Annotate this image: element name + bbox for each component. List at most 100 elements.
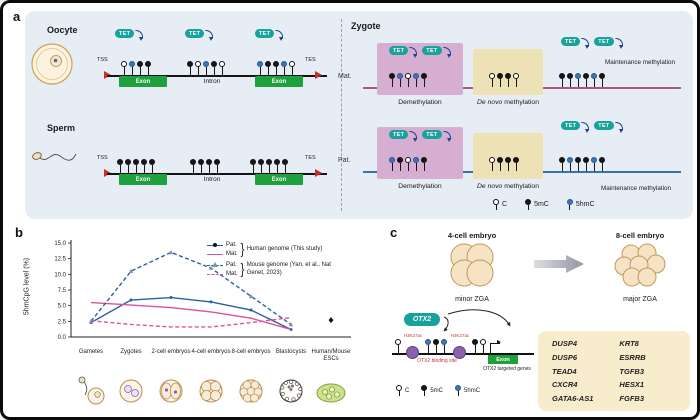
tet-enzymes: TET xyxy=(185,29,214,42)
legend-5hmc: 5hmC xyxy=(455,385,480,396)
gene-item: TEAD4 xyxy=(552,366,577,376)
tet-enzymes: TET xyxy=(115,29,144,42)
tet-enzyme: TET xyxy=(594,37,623,50)
stage-icons-row xyxy=(71,373,351,409)
x-category-label: Human/Mouse ESCs xyxy=(311,349,351,362)
legend-entry-mouse-pat: Pat. xyxy=(207,262,238,269)
escs-dish-icon xyxy=(316,383,346,403)
methylation-lollipops xyxy=(121,61,151,75)
demethylation-caption: Demethylation xyxy=(398,183,442,190)
5mc-lollipop xyxy=(497,73,503,87)
5mc-lollipop xyxy=(190,159,196,173)
5hmc-lollipop xyxy=(257,61,263,75)
methylation-lollipops xyxy=(489,73,519,87)
sperm-title: Sperm xyxy=(47,123,76,133)
5mc-lollipop xyxy=(421,157,427,171)
5mc-lollipop xyxy=(583,73,589,87)
tes-arrow-icon xyxy=(315,169,322,177)
denovo-caption: De novo methylation xyxy=(477,99,539,106)
5hmc-lollipop xyxy=(591,157,597,171)
tet-arrow-icon xyxy=(442,130,451,143)
four-cell-embryo-icon xyxy=(450,243,494,287)
four-cell-icon xyxy=(199,379,223,403)
methylation-lollipops xyxy=(257,61,295,75)
zygote-icon xyxy=(119,379,143,403)
tet-enzyme: TET xyxy=(561,121,590,134)
5hmc-lollipop xyxy=(441,339,447,353)
legend-5mc: 5mC xyxy=(421,385,443,396)
gene-item: DUSP4 xyxy=(552,339,578,348)
demethylation-caption: Demethylation xyxy=(398,99,442,106)
eight-cell-title: 8-cell embryo xyxy=(615,231,665,240)
c-lollipop xyxy=(480,339,486,353)
oocyte-icon xyxy=(31,43,73,85)
tet-arrow-icon xyxy=(442,46,451,59)
5hmc-lollipop xyxy=(425,339,431,353)
5mc-lollipop xyxy=(599,157,605,171)
methylation-lollipops xyxy=(190,159,220,173)
data-point xyxy=(128,268,134,273)
legend-entry-mouse-mat: Mat. xyxy=(207,271,238,278)
transcription-start-arrow-icon xyxy=(490,340,501,355)
c-lollipop xyxy=(489,73,495,87)
5mc-lollipop xyxy=(513,157,519,171)
tet-arrow-icon xyxy=(205,29,214,42)
5mc-lollipop xyxy=(583,157,589,171)
methylation-lollipops xyxy=(250,159,288,173)
c-lollipop xyxy=(395,339,401,353)
5mc-lollipop xyxy=(559,157,565,171)
x-category-label: Gametes xyxy=(78,349,104,355)
tes-label: TES xyxy=(305,155,316,161)
tet-enzyme: TET xyxy=(389,130,418,143)
esc-data-point xyxy=(328,317,334,324)
eight-cell-embryo-icon xyxy=(614,243,666,287)
intron-label: Intron xyxy=(203,176,221,183)
tet-arrow-icon xyxy=(275,29,284,42)
5hmc-lollipop-icon xyxy=(455,385,462,396)
tss-label: TSS xyxy=(97,57,108,63)
otx2-binding-arrows-icon xyxy=(443,309,511,332)
tet-arrow-icon xyxy=(614,37,623,50)
c-lollipop xyxy=(513,73,519,87)
legend-c: C xyxy=(396,385,409,396)
methylation-lollipops xyxy=(395,339,401,353)
legend-mouse-group: Pat. Mat. } Mouse genome (Yan, et al., N… xyxy=(207,261,341,278)
two-cell-icon xyxy=(159,379,183,403)
tet-enzymes: TET TET xyxy=(561,37,623,50)
tet-enzymes: TET TET xyxy=(561,121,623,134)
5mc-lollipop xyxy=(250,159,256,173)
y-tick-label: 15.0 xyxy=(54,241,66,247)
methylation-lollipops xyxy=(425,339,447,353)
legend-5mc: 5mC xyxy=(525,199,549,210)
panel-c-label: c xyxy=(390,225,398,240)
5mc-lollipop xyxy=(433,339,439,353)
gene-item: ESRRB xyxy=(619,352,646,362)
data-point xyxy=(169,296,173,300)
gene-item: FGFB3 xyxy=(619,394,644,403)
four-cell-embryo-block: 4-cell embryo minor ZGA xyxy=(416,231,528,303)
5hmc-lollipop xyxy=(413,157,419,171)
eight-cell-icon xyxy=(239,379,263,403)
5hmc-lollipop-icon xyxy=(566,199,573,210)
panel-a: Oocyte TSS TET TET TET Exon Intron xyxy=(25,11,693,219)
tes-label: TES xyxy=(305,57,316,63)
tet-enzyme: TET xyxy=(422,46,451,59)
pink-solid-line-icon xyxy=(207,253,223,255)
legend-c: C xyxy=(493,199,507,210)
otx2-protein: OTX2 xyxy=(404,313,440,326)
denovo-methylation-box xyxy=(473,133,543,179)
demethylation-box: TET TET xyxy=(377,43,463,95)
methylation-lollipops xyxy=(559,73,605,87)
tet-enzyme: TET xyxy=(185,29,214,42)
tet-arrow-icon xyxy=(409,46,418,59)
legend-entry-human-mat: Mat. xyxy=(207,251,238,258)
denovo-methylation-box xyxy=(473,49,543,95)
major-zga-caption: major ZGA xyxy=(623,296,657,303)
tet-enzymes: TET TET xyxy=(389,130,451,143)
intron-label: Intron xyxy=(203,78,221,85)
data-point xyxy=(129,298,133,302)
gene-item: CXCR4 xyxy=(552,380,578,390)
5mc-lollipop xyxy=(211,61,217,75)
